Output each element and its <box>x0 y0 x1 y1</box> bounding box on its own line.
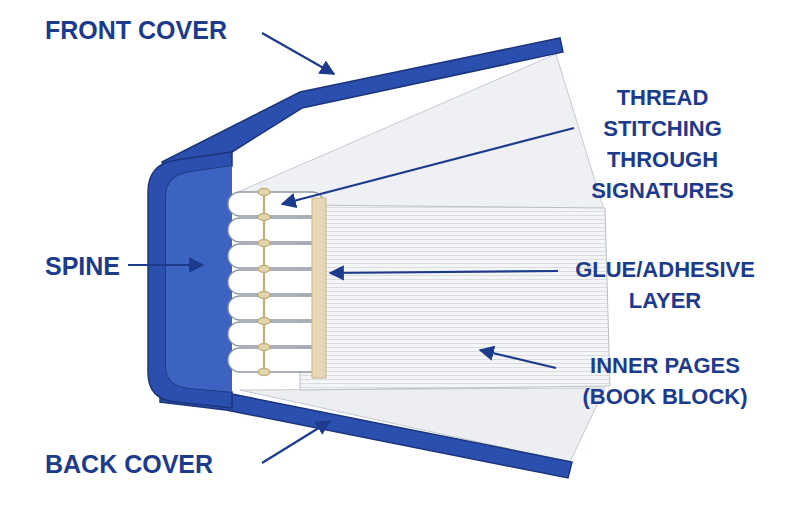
book-block <box>300 205 610 390</box>
part-label: FRONT COVER <box>45 14 285 46</box>
leader-arrow <box>480 350 556 368</box>
signature <box>228 218 324 242</box>
part-label: SPINE <box>45 250 165 282</box>
thread-knot <box>258 344 270 351</box>
thread-knot <box>258 214 270 221</box>
leader-arrow <box>128 264 203 266</box>
leader-arrows <box>128 33 574 463</box>
thread-knot <box>258 292 270 299</box>
thread-knot <box>258 189 270 196</box>
thread-knot <box>258 369 270 376</box>
thread-knot <box>258 266 270 273</box>
thread-knot <box>258 240 270 247</box>
signature <box>228 244 324 268</box>
thread-knot <box>258 318 270 325</box>
leader-arrow <box>282 128 574 204</box>
leader-arrow <box>330 271 558 273</box>
spine-inner <box>166 166 232 392</box>
leader-arrow <box>262 421 330 463</box>
leader-arrow <box>262 33 334 74</box>
thread <box>258 188 270 376</box>
glue-strip <box>312 198 326 378</box>
back-endpaper <box>240 388 605 462</box>
signature <box>228 270 324 294</box>
part-label: THREAD STITCHING THROUGH SIGNATURES <box>575 82 750 206</box>
part-label: BACK COVER <box>45 448 285 480</box>
signature <box>228 192 324 216</box>
signature <box>228 296 324 320</box>
part-label: GLUE/ADHESIVE LAYER <box>560 254 770 316</box>
signature <box>228 322 324 346</box>
part-label: INNER PAGES (BOOK BLOCK) <box>560 350 770 412</box>
signature <box>228 348 324 372</box>
signatures <box>228 192 324 372</box>
spine-board <box>148 152 232 408</box>
